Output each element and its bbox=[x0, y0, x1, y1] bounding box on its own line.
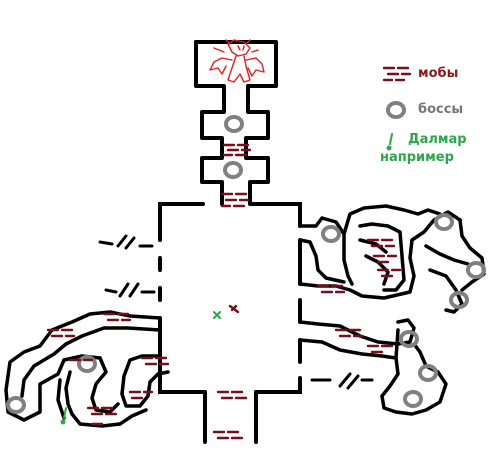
central-hall bbox=[158, 202, 302, 394]
mob-group bbox=[86, 406, 118, 426]
east-stub bbox=[310, 372, 374, 390]
east-caves-upper bbox=[298, 204, 486, 314]
mob-group bbox=[372, 254, 398, 264]
boss-markers bbox=[6, 101, 486, 414]
boss-icon bbox=[6, 396, 26, 414]
north-wing bbox=[194, 40, 278, 206]
npc-markers bbox=[60, 133, 393, 425]
mob-group bbox=[366, 238, 396, 248]
mob-group bbox=[228, 304, 240, 314]
npc-icon bbox=[60, 407, 67, 425]
south-exit bbox=[203, 390, 258, 444]
mob-group bbox=[220, 192, 250, 208]
boss-icon bbox=[466, 261, 486, 279]
boss-icon bbox=[224, 115, 244, 133]
mob-group bbox=[128, 390, 154, 400]
boss-icon bbox=[77, 355, 97, 373]
mob-groups bbox=[46, 66, 412, 440]
mob-group bbox=[316, 284, 346, 294]
legend-mob-icon bbox=[382, 66, 412, 82]
legend-mobs-label: мобы bbox=[418, 66, 459, 81]
legend-boss-icon bbox=[386, 101, 406, 119]
boss-icon bbox=[399, 330, 419, 348]
mob-group bbox=[376, 268, 402, 278]
mob-group bbox=[102, 312, 132, 322]
boss-icon bbox=[403, 390, 423, 408]
west-caves bbox=[4, 310, 170, 428]
boss-icon bbox=[449, 291, 469, 309]
boss-icon bbox=[223, 161, 243, 179]
legend-npc-sub-label: например bbox=[380, 150, 454, 165]
legend-npc-icon bbox=[386, 133, 393, 151]
dragon-final-boss-icon bbox=[209, 39, 265, 83]
mob-group bbox=[366, 344, 394, 354]
mob-group bbox=[140, 356, 170, 366]
legend-npc-label: Далмар bbox=[408, 132, 467, 147]
legend-bosses-label: боссы bbox=[418, 102, 464, 117]
mob-group bbox=[216, 390, 248, 400]
boss-icon bbox=[321, 225, 341, 243]
mob-group bbox=[334, 328, 364, 338]
boss-icon bbox=[434, 213, 454, 231]
mob-group bbox=[212, 430, 244, 440]
spawn-marker-icon bbox=[213, 311, 221, 319]
mob-group bbox=[222, 143, 252, 157]
west-stubs bbox=[98, 234, 156, 298]
east-caves-lower bbox=[298, 318, 448, 416]
boss-icon bbox=[418, 364, 438, 382]
mob-group bbox=[46, 328, 76, 338]
